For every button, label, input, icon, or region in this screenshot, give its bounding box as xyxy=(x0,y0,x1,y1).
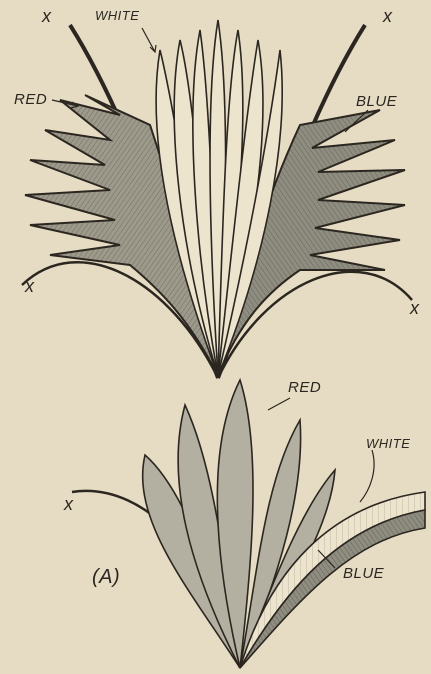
bottom-white-label: WHITE xyxy=(366,436,410,451)
top-white-arrow xyxy=(142,28,155,52)
x-mark-mid-right: x xyxy=(409,298,420,318)
top-white-label: WHITE xyxy=(95,8,139,23)
bottom-flower xyxy=(72,380,425,668)
x-mark-bottom-left: x xyxy=(63,494,74,514)
x-mark-top-right: x xyxy=(382,6,393,26)
bottom-red-petals xyxy=(143,380,335,668)
top-flower xyxy=(22,20,412,378)
caption-a: (A) xyxy=(92,566,120,588)
x-mark-top-left: x xyxy=(41,6,52,26)
top-blue-label: BLUE xyxy=(356,93,398,110)
top-white-petals xyxy=(156,20,282,376)
bottom-red-label: RED xyxy=(288,379,321,396)
bottom-white-arrow xyxy=(360,450,374,502)
top-red-label: RED xyxy=(14,91,47,108)
x-mark-mid-left: x xyxy=(24,276,35,296)
bottom-red-arrow xyxy=(268,398,290,410)
bottom-blue-label: BLUE xyxy=(343,565,385,582)
